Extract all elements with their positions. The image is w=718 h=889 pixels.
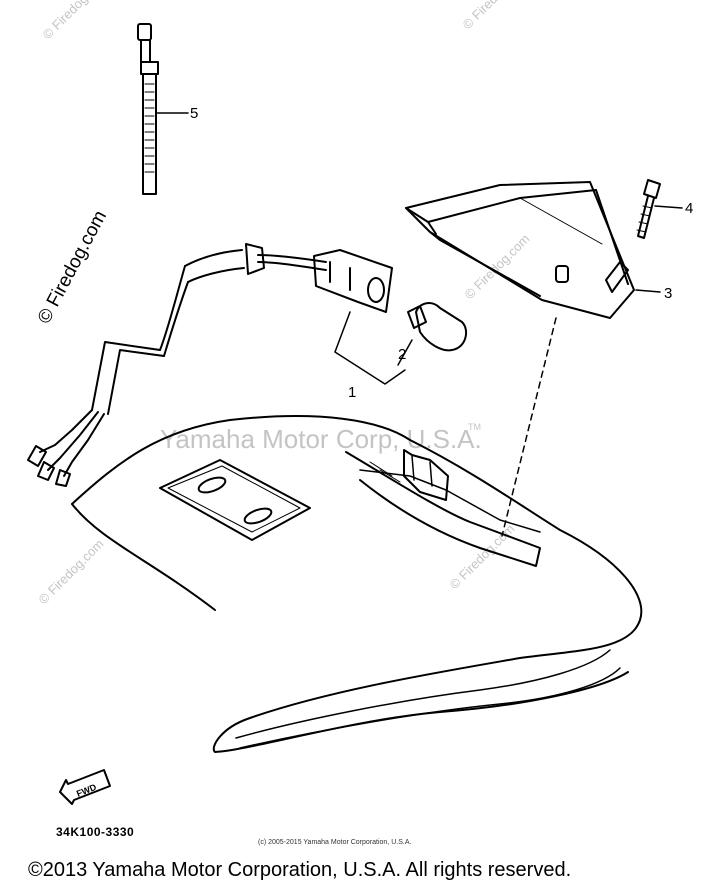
watermark-site-top: © Firedog.com [40,0,111,42]
cable-tie [137,23,159,195]
screw [636,179,661,239]
fwd-label: FWD [75,782,98,799]
rear-fender [71,415,643,753]
lens-cover [405,181,635,319]
watermark-site-left: © Firedog.com [36,536,107,607]
small-copyright: (c) 2005-2015 Yamaha Motor Corporation, … [258,839,412,846]
fwd-arrow-icon [59,769,111,805]
watermark-site-diagonal: © Firedog.com [34,207,111,327]
watermark-site-mid: © Firedog.com [462,231,533,302]
callout-2: 2 [398,346,406,363]
callout-5: 5 [190,105,198,122]
socket-harness [27,243,393,487]
footer-copyright: ©2013 Yamaha Motor Corporation, U.S.A. A… [28,859,572,881]
part-code: 34K100-3330 [56,825,135,839]
callout-4: 4 [685,200,693,217]
watermark-site-top-right: © Firedog.com [460,0,531,32]
callout-1: 1 [348,384,356,401]
light-bulb [407,302,468,352]
callout-3: 3 [664,285,672,302]
watermark-tm: TM [468,422,481,432]
watermark-brand: Yamaha Motor Corp, U.S.A. [160,424,482,454]
